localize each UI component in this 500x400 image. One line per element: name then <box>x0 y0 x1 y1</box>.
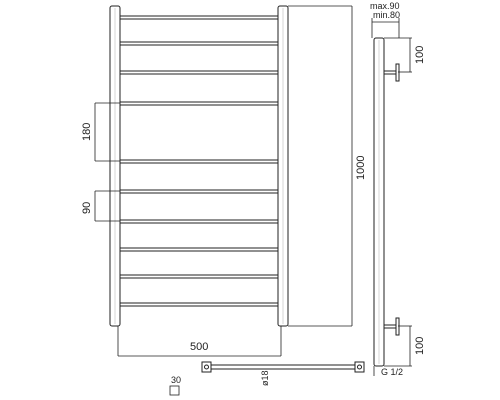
crossbar <box>119 70 279 75</box>
bottom-pipe <box>205 364 362 370</box>
square-section-icon <box>169 385 180 396</box>
crossbar <box>119 41 279 46</box>
dimension-wall-distance <box>371 18 400 38</box>
front-view <box>109 5 289 327</box>
crossbar <box>119 101 279 106</box>
crossbar <box>119 247 279 252</box>
dimension-spacing-large-label: 180 <box>81 123 93 141</box>
dimension-spacing-small <box>94 190 120 222</box>
dimension-height <box>288 5 353 327</box>
dimension-bracket-top <box>384 37 412 73</box>
crossbar <box>119 274 279 279</box>
dimension-pipe-label: ø18 <box>260 370 270 386</box>
bottom-view <box>201 361 365 373</box>
side-view <box>373 37 400 367</box>
dimension-bracket-bottom <box>384 325 412 367</box>
crossbars <box>119 15 279 307</box>
crossbar <box>119 15 279 20</box>
dimension-min-label: min.80 <box>373 10 400 20</box>
crossbar <box>119 302 279 307</box>
dimension-square-label: 30 <box>171 375 181 385</box>
dimension-spacing-small-label: 90 <box>81 202 93 214</box>
dimension-height-label: 1000 <box>355 156 367 180</box>
dimension-width <box>117 326 282 357</box>
dimension-spacing-large <box>94 102 120 162</box>
dimension-width-label: 500 <box>190 341 208 353</box>
dimension-max-label: max.90 <box>370 1 400 11</box>
crossbar <box>119 219 279 224</box>
thread-size-label: G 1/2 <box>381 367 403 377</box>
crossbar <box>119 189 279 194</box>
dimension-bracket-bottom-label: 100 <box>414 337 426 355</box>
dimension-bracket-top-label: 100 <box>414 46 426 64</box>
crossbar <box>119 159 279 164</box>
